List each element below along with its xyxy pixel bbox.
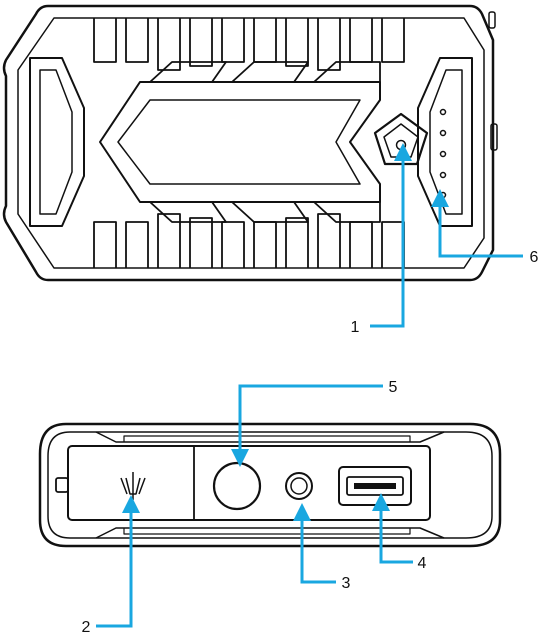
- callout-leaders: [96, 143, 523, 628]
- callout-label-2: 2: [82, 619, 91, 632]
- callout-label-1: 1: [351, 319, 360, 336]
- leader-4: [372, 493, 413, 564]
- callout-label-6: 6: [530, 249, 539, 266]
- device-outer-shell: [2, 4, 495, 282]
- flashlight-icon: [120, 472, 146, 500]
- callout-label-5: 5: [389, 379, 398, 396]
- leader-5: [231, 384, 383, 467]
- left-bumper: [29, 57, 85, 227]
- leader-6: [431, 189, 523, 258]
- callout-label-4: 4: [418, 555, 427, 572]
- power-output-button[interactable]: [212, 461, 262, 511]
- leader-2: [96, 495, 140, 628]
- leader-1: [370, 143, 412, 328]
- callout-label-3: 3: [342, 575, 351, 592]
- side-outer-shell: [38, 422, 502, 548]
- bottom-ribs: [93, 213, 405, 268]
- dc-port[interactable]: [285, 472, 313, 500]
- power-button-icon[interactable]: [373, 112, 429, 166]
- device-inner-frame: [17, 17, 485, 269]
- right-bumper: [417, 57, 473, 227]
- center-arrow-panel: [99, 81, 381, 203]
- device-side-view: [38, 422, 502, 548]
- battery-led-indicators: [439, 108, 447, 199]
- callout-labels: 1 2 3 4 5 6: [82, 249, 539, 632]
- usb-port-icon[interactable]: [338, 466, 412, 506]
- device-top-view: [2, 4, 498, 282]
- leader-3: [293, 503, 336, 584]
- side-inner-shell: [47, 431, 493, 539]
